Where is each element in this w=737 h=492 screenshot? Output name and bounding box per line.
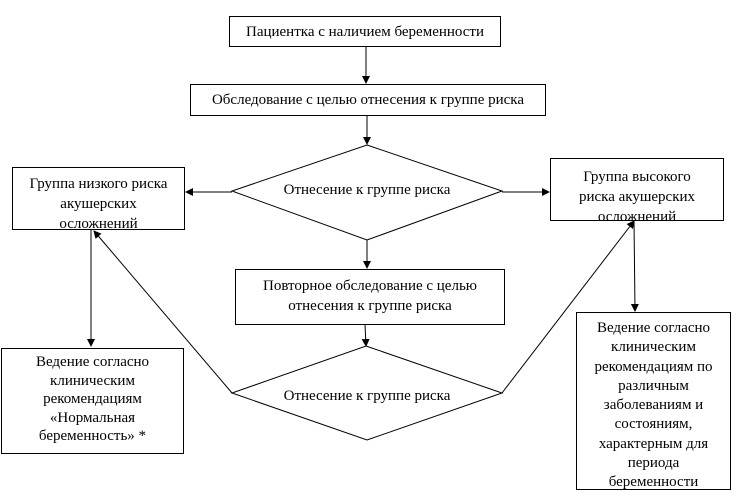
repeat-exam-label: Повторное обследование с целью отнесения… xyxy=(262,278,477,314)
repeat-exam-box: Повторное обследование с целью отнесения… xyxy=(235,269,505,325)
low-care-label: Ведение согласно клиническим рекомендаци… xyxy=(35,354,150,444)
start-box: Пациентка с наличием беременности xyxy=(229,16,501,47)
low-risk-box: Группа низкого риска акушерских осложнен… xyxy=(12,167,185,230)
decision2-label: Отнесение к группе риска xyxy=(283,388,451,404)
high-risk-box: Группа высокого риска акушерских осложне… xyxy=(550,158,724,221)
edge-decision2-low xyxy=(93,230,233,394)
exam-label: Обследование с целью отнесения к группе … xyxy=(211,92,525,108)
low-care-box: Ведение согласно клиническим рекомендаци… xyxy=(1,348,184,454)
edge-high-highcare xyxy=(630,219,639,312)
edge-repeat-decision2 xyxy=(361,323,370,347)
edge-decision2-high xyxy=(501,220,635,394)
low-risk-label: Группа низкого риска акушерских осложнен… xyxy=(29,176,168,230)
high-care-label: Ведение согласно клиническим рекомендаци… xyxy=(594,320,713,490)
exam-box: Обследование с целью отнесения к группе … xyxy=(190,84,546,116)
decision1-label: Отнесение к группе риска xyxy=(283,182,451,198)
start-label: Пациентка с наличием беременности xyxy=(245,24,485,40)
decision2-diamond xyxy=(230,345,504,441)
high-care-box: Ведение согласно клиническим рекомендаци… xyxy=(576,312,731,490)
high-risk-label: Группа высокого риска акушерских осложне… xyxy=(578,169,696,221)
